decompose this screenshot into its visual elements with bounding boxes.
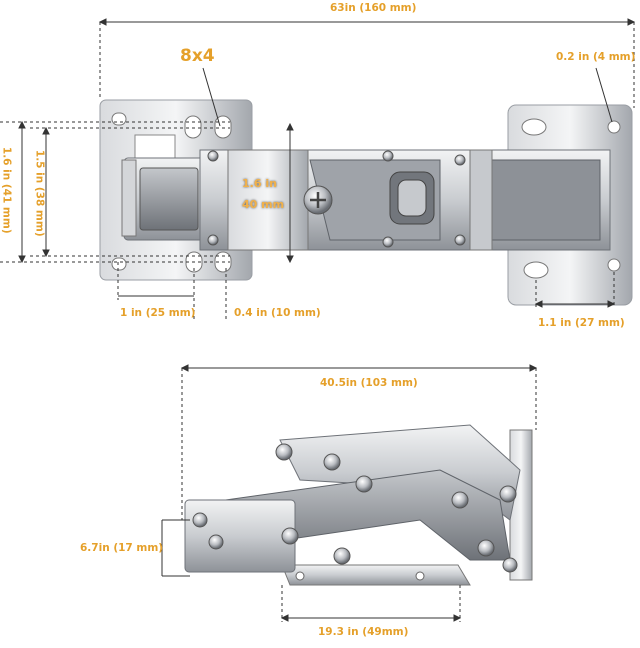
plate-slot (184, 115, 202, 139)
label-hole-offset: 0.2 in (4 mm) (556, 51, 636, 63)
label-edge-offset: 0.4 in (10 mm) (234, 307, 321, 319)
bottom-hinge (184, 424, 533, 586)
rivet (208, 534, 224, 550)
base-plate (281, 564, 471, 586)
label-mount-width: 19.3 in (49mm) (318, 626, 409, 638)
plate-slot (111, 257, 127, 271)
upper-arm (279, 424, 521, 521)
rivet (499, 485, 517, 503)
dimension-lines (0, 18, 636, 622)
hinge-cup-inner (139, 167, 199, 231)
rivet (477, 539, 495, 557)
rivet (451, 491, 469, 509)
base-hole (607, 120, 621, 134)
label-arm-height-mm: 40 mm (242, 198, 285, 211)
open-hinge-cup (184, 499, 296, 573)
base-hole (521, 118, 547, 136)
label-base-hole-spacing: 1.1 in (27 mm) (538, 317, 625, 329)
plate-slot (111, 112, 127, 126)
plate-slot (214, 115, 232, 139)
rivet (275, 443, 293, 461)
rivet (333, 547, 351, 565)
label-screw-count: 8x4 (180, 46, 215, 66)
label-arm-height: 1.6 in (242, 177, 277, 190)
label-plate-height-outer: 1.6 in (41 mm) (0, 146, 13, 234)
rivet (281, 527, 299, 545)
top-hinge (99, 99, 633, 306)
rivet (355, 475, 373, 493)
label-open-height: 6.7in (17 mm) (80, 542, 164, 554)
label-plate-height-inner: 1.5 in (38 mm) (33, 149, 46, 237)
base-hole (523, 261, 549, 279)
label-open-width: 40.5in (103 mm) (320, 377, 418, 389)
label-total-width: 63in (160 mm) (330, 2, 417, 14)
rivet (502, 557, 518, 573)
rivet (192, 512, 208, 528)
rivet (323, 453, 341, 471)
label-hole-spacing: 1 in (25 mm) (120, 307, 196, 319)
base-hole (607, 258, 621, 272)
